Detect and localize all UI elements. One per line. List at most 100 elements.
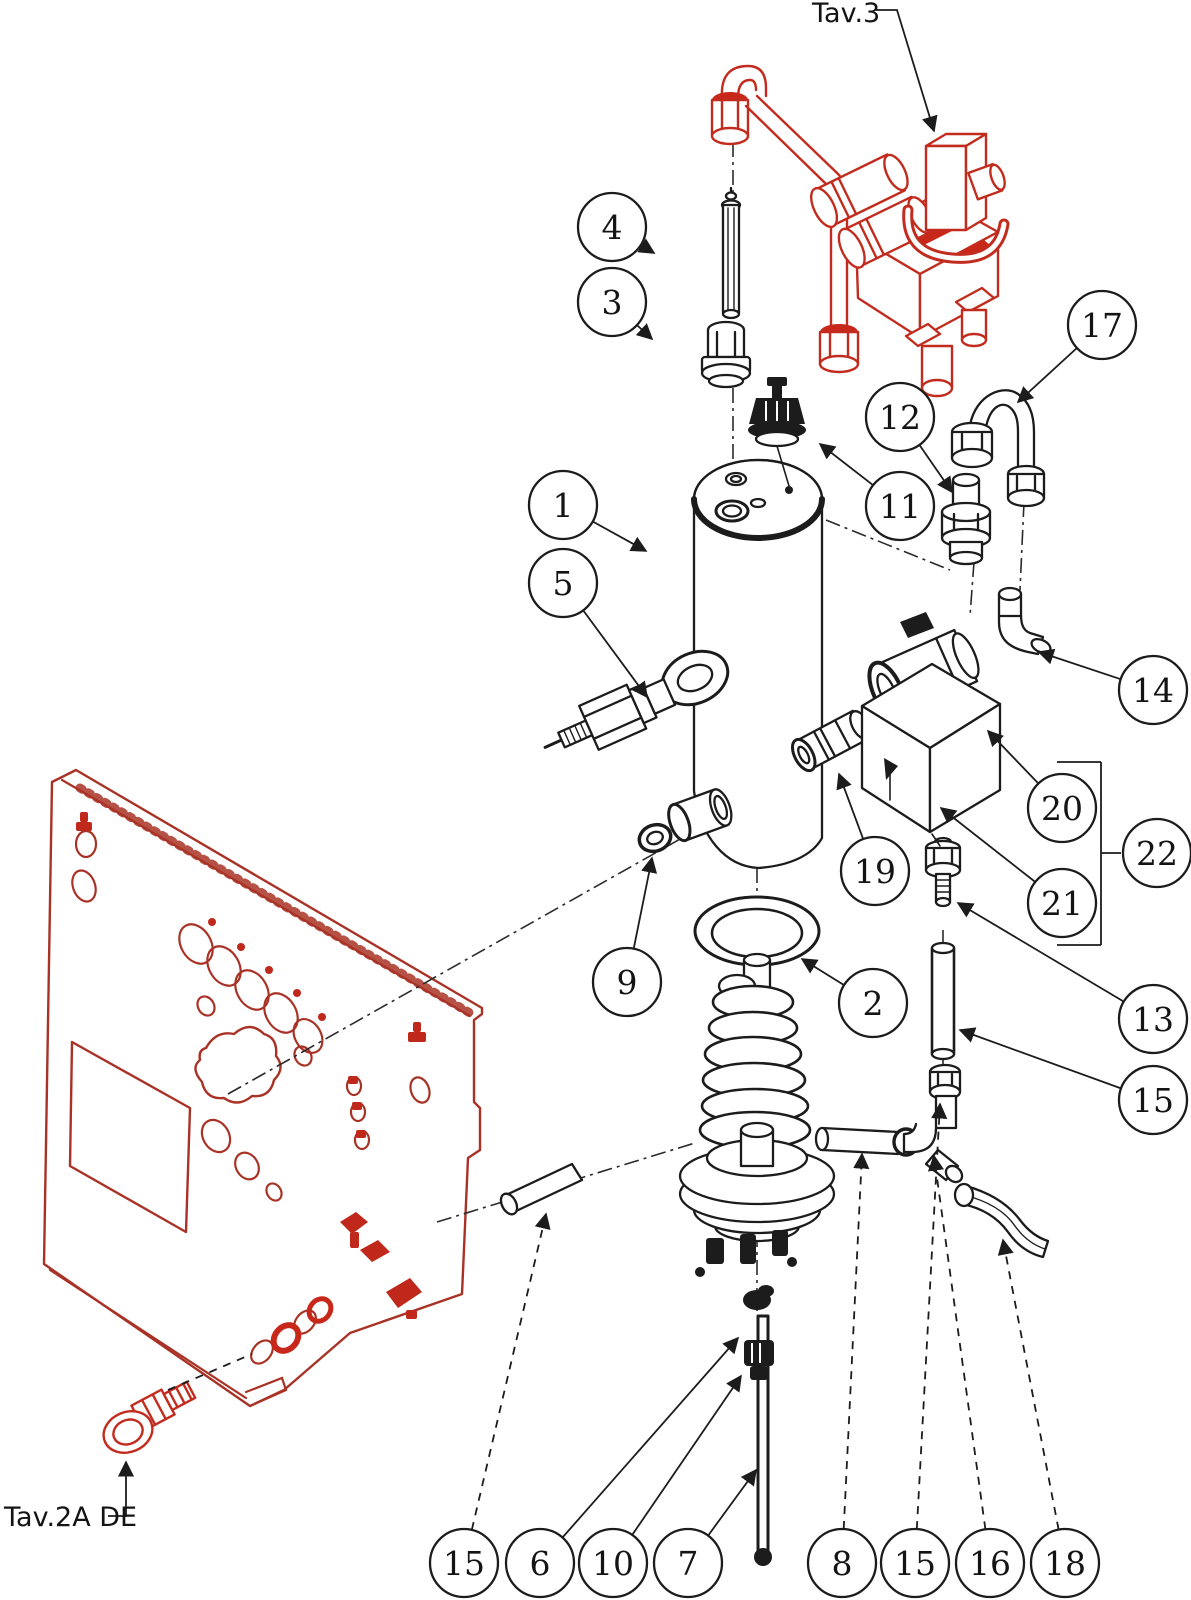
leader-2 bbox=[800, 958, 845, 986]
leader-19 bbox=[836, 772, 865, 840]
callout-12: 12 bbox=[864, 381, 936, 453]
svg-text:6: 6 bbox=[530, 1544, 551, 1583]
callout-5: 5 bbox=[527, 547, 599, 619]
callout-9: 9 bbox=[591, 946, 663, 1018]
callout-6: 6 bbox=[504, 1527, 576, 1599]
leader-11 bbox=[818, 443, 874, 486]
element-terminals bbox=[695, 1230, 797, 1277]
callout-4: 4 bbox=[576, 191, 648, 263]
part-15-pipe-right bbox=[930, 941, 956, 1061]
panel-gaskets bbox=[270, 1296, 334, 1354]
callout-14: 14 bbox=[1117, 654, 1189, 726]
svg-text:17: 17 bbox=[1081, 306, 1123, 345]
part-3-fitting bbox=[700, 320, 752, 389]
leader-15 bbox=[958, 1027, 1122, 1090]
svg-text:22: 22 bbox=[1136, 834, 1178, 873]
leader-6 bbox=[561, 1336, 740, 1539]
drain-screw-tav2a bbox=[102, 1353, 253, 1454]
leader-12 bbox=[918, 444, 953, 494]
callout-1: 1 bbox=[527, 469, 599, 541]
part-12-fitting bbox=[940, 472, 992, 566]
part-18-hose bbox=[953, 1182, 1050, 1259]
panel-studs bbox=[76, 812, 426, 1319]
leader-1 bbox=[592, 520, 648, 552]
boiler-body bbox=[691, 458, 825, 870]
callout-10: 10 bbox=[577, 1527, 649, 1599]
callout-20: 20 bbox=[1026, 772, 1098, 844]
leader-8 bbox=[842, 1152, 870, 1530]
part-11-valve bbox=[748, 377, 806, 487]
leader-20 bbox=[986, 729, 1040, 785]
svg-text:13: 13 bbox=[1132, 1000, 1174, 1039]
svg-text:12: 12 bbox=[879, 398, 921, 437]
callout-15: 15 bbox=[428, 1527, 500, 1599]
leader-7 bbox=[707, 1468, 757, 1537]
part-2-gasket bbox=[693, 895, 821, 967]
svg-text:8: 8 bbox=[832, 1544, 853, 1583]
svg-text:1: 1 bbox=[553, 486, 574, 525]
part-5-probe bbox=[543, 649, 730, 751]
leader-14 bbox=[1037, 648, 1121, 681]
part-9-ring bbox=[637, 788, 733, 854]
svg-text:18: 18 bbox=[1044, 1544, 1086, 1583]
svg-text:3: 3 bbox=[602, 283, 623, 322]
svg-text:15: 15 bbox=[1132, 1081, 1174, 1120]
svg-text:21: 21 bbox=[1041, 884, 1083, 923]
leader-15 bbox=[470, 1212, 551, 1531]
leader-15 bbox=[915, 1102, 948, 1530]
leader-3 bbox=[635, 323, 654, 341]
part-15-pipe-left bbox=[499, 1162, 584, 1216]
callout-16: 16 bbox=[954, 1527, 1026, 1599]
svg-text:19: 19 bbox=[854, 852, 896, 891]
svg-text:11: 11 bbox=[879, 487, 921, 526]
leader-tav2a bbox=[108, 1460, 135, 1517]
svg-text:15: 15 bbox=[894, 1544, 936, 1583]
callout-2: 2 bbox=[837, 967, 909, 1039]
leader-18 bbox=[997, 1238, 1060, 1530]
panel-cloud-cutout bbox=[194, 1025, 282, 1104]
solenoid-valve-assembly-tav3 bbox=[710, 64, 1010, 398]
panel-holes bbox=[71, 829, 431, 1365]
callout-3: 3 bbox=[576, 266, 648, 338]
leader-5 bbox=[582, 609, 648, 699]
part-20-21-solenoid bbox=[860, 612, 1002, 847]
label-tav3: Tav.3 bbox=[811, 0, 880, 29]
callout-22: 22 bbox=[1121, 817, 1191, 889]
callout-15: 15 bbox=[1117, 1064, 1189, 1136]
panel-dots bbox=[208, 918, 326, 1021]
part-13-bolt bbox=[924, 836, 962, 908]
callout-19: 19 bbox=[839, 835, 911, 907]
svg-text:2: 2 bbox=[863, 984, 884, 1023]
svg-text:15: 15 bbox=[443, 1544, 485, 1583]
label-tav2a: Tav.2A DE bbox=[3, 1502, 137, 1533]
svg-text:20: 20 bbox=[1041, 789, 1083, 828]
heating-element bbox=[678, 952, 836, 1277]
leader-10 bbox=[631, 1374, 742, 1536]
callout-7: 7 bbox=[652, 1527, 724, 1599]
svg-text:10: 10 bbox=[592, 1544, 634, 1583]
callout-11: 11 bbox=[864, 470, 936, 542]
part-4-tube bbox=[720, 186, 742, 320]
svg-text:16: 16 bbox=[969, 1544, 1011, 1583]
leader-4 bbox=[637, 238, 656, 254]
svg-text:9: 9 bbox=[617, 963, 638, 1002]
leader-9 bbox=[632, 856, 658, 949]
leader-tav3 bbox=[876, 9, 938, 133]
leader-21 bbox=[939, 806, 1036, 883]
callout-17: 17 bbox=[1066, 289, 1138, 361]
callout-13: 13 bbox=[1117, 983, 1189, 1055]
callout-18: 18 bbox=[1029, 1527, 1101, 1599]
part-6-10-7-probe bbox=[743, 1285, 774, 1566]
part-8-pipe bbox=[814, 1126, 920, 1157]
leader-17 bbox=[1016, 347, 1078, 404]
part-14-elbow bbox=[997, 586, 1052, 656]
svg-text:7: 7 bbox=[678, 1544, 699, 1583]
callout-8: 8 bbox=[806, 1527, 878, 1599]
mounting-panel bbox=[42, 768, 484, 1408]
svg-text:14: 14 bbox=[1132, 671, 1174, 710]
leader-13 bbox=[956, 902, 1125, 1003]
svg-text:5: 5 bbox=[553, 564, 574, 603]
leader-16 bbox=[927, 1154, 987, 1530]
